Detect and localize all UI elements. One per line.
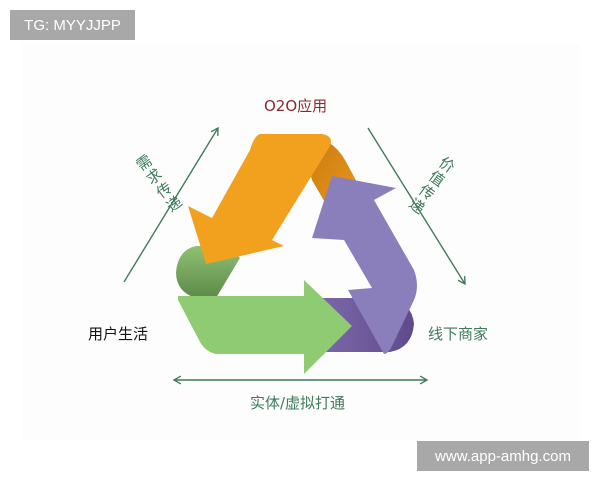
diagram-canvas xyxy=(22,44,580,440)
purple-arrow-shape xyxy=(312,176,417,354)
node-user-life: 用户生活 xyxy=(88,325,149,343)
demand-arrow-line xyxy=(123,126,219,283)
green-arrow-shape xyxy=(178,280,352,374)
bridge-label: 实体/虚拟打通 xyxy=(250,394,346,412)
diagram-title-o2o: O2O应用 xyxy=(264,97,328,115)
watermark-url: www.app-amhg.com xyxy=(417,441,589,471)
value-arrow-line xyxy=(367,127,466,286)
node-offline-merchant: 线下商家 xyxy=(428,325,489,343)
orange-arrow-shape xyxy=(188,134,331,264)
watermark-top-left: TG: MYYJJPP xyxy=(10,10,135,40)
